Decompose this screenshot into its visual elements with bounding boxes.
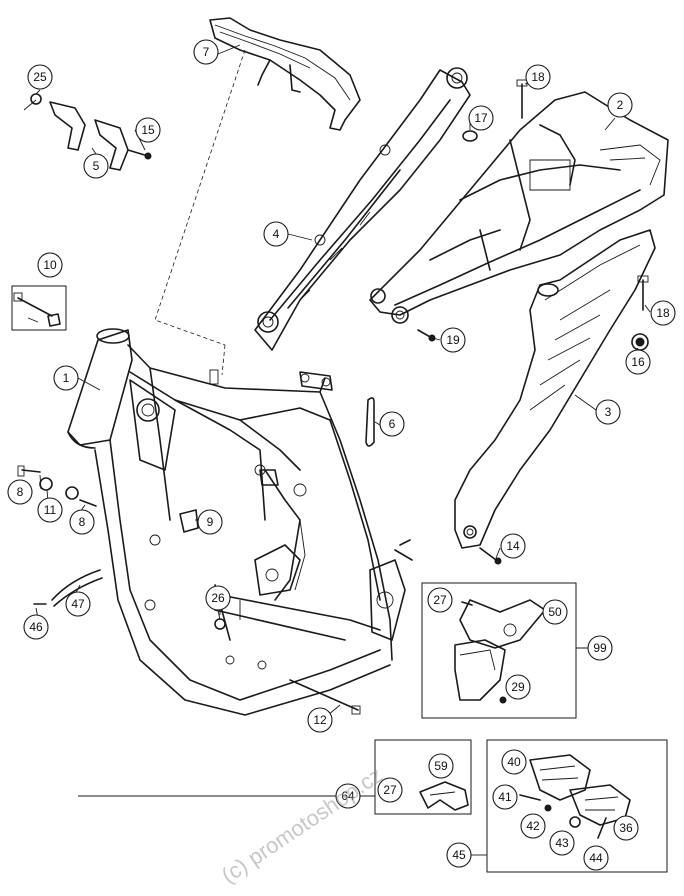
callout-8-left: 8 xyxy=(7,479,33,505)
kit-99-drawing xyxy=(454,599,546,704)
kit-10-drawing xyxy=(13,292,61,327)
callout-16: 16 xyxy=(625,349,651,375)
callout-42: 42 xyxy=(520,813,546,839)
callout-44: 44 xyxy=(583,845,609,871)
callout-14: 14 xyxy=(500,533,526,559)
callout-45: 45 xyxy=(446,842,472,868)
svg-text:27: 27 xyxy=(433,593,447,607)
callout-36: 36 xyxy=(613,815,639,841)
svg-text:16: 16 xyxy=(631,355,645,369)
svg-text:15: 15 xyxy=(141,123,155,137)
callout-47: 47 xyxy=(65,591,91,617)
callout-10: 10 xyxy=(37,252,63,278)
svg-text:29: 29 xyxy=(511,680,525,694)
callout-40: 40 xyxy=(501,749,527,775)
rear-frame-drawing xyxy=(369,79,669,342)
svg-text:12: 12 xyxy=(313,713,327,727)
leader-lines xyxy=(23,44,651,856)
svg-text:8: 8 xyxy=(17,485,24,499)
kit-box-99 xyxy=(421,582,577,719)
svg-text:1: 1 xyxy=(63,371,70,385)
svg-text:18: 18 xyxy=(531,70,545,84)
svg-text:14: 14 xyxy=(506,539,520,553)
callout-18-top: 18 xyxy=(525,64,551,90)
callout-1: 1 xyxy=(53,365,79,391)
small-parts-drawing xyxy=(17,93,375,715)
callout-19: 19 xyxy=(440,327,466,353)
callout-2: 2 xyxy=(607,92,633,118)
svg-text:26: 26 xyxy=(211,591,225,605)
svg-text:43: 43 xyxy=(555,836,569,850)
subframe-left-drawing xyxy=(254,67,471,351)
svg-text:25: 25 xyxy=(33,70,47,84)
svg-text:59: 59 xyxy=(434,759,448,773)
svg-text:44: 44 xyxy=(589,851,603,865)
svg-text:9: 9 xyxy=(207,515,214,529)
svg-text:47: 47 xyxy=(71,597,85,611)
svg-text:18: 18 xyxy=(656,306,670,320)
callout-17: 17 xyxy=(468,105,494,131)
svg-text:64: 64 xyxy=(341,789,355,803)
callout-6: 6 xyxy=(379,411,405,437)
svg-text:50: 50 xyxy=(548,605,562,619)
callout-9: 9 xyxy=(197,509,223,535)
svg-text:99: 99 xyxy=(593,641,607,655)
svg-text:40: 40 xyxy=(507,755,521,769)
svg-text:4: 4 xyxy=(273,227,280,241)
svg-text:10: 10 xyxy=(43,258,57,272)
callout-27-kit64: 27 xyxy=(377,777,403,803)
callout-25: 25 xyxy=(27,64,53,90)
svg-text:17: 17 xyxy=(474,111,488,125)
callout-15: 15 xyxy=(135,117,161,143)
svg-text:3: 3 xyxy=(605,405,612,419)
svg-text:7: 7 xyxy=(203,45,210,59)
svg-text:11: 11 xyxy=(44,503,57,517)
svg-text:5: 5 xyxy=(93,159,100,173)
callout-18-right: 18 xyxy=(650,300,676,326)
kit-box-10 xyxy=(11,285,67,331)
callout-29: 29 xyxy=(505,674,531,700)
svg-text:27: 27 xyxy=(383,783,397,797)
callout-8-right: 8 xyxy=(69,509,95,535)
front-bracket-drawing xyxy=(154,17,361,376)
svg-text:2: 2 xyxy=(617,98,624,112)
callout-43: 43 xyxy=(549,830,575,856)
side-cover-drawing xyxy=(454,229,656,565)
kit-box-45 xyxy=(486,739,668,873)
callout-4: 4 xyxy=(263,221,289,247)
svg-text:19: 19 xyxy=(446,333,460,347)
callout-27-kit99: 27 xyxy=(427,587,453,613)
callout-26: 26 xyxy=(205,585,231,611)
watermark-text: (c) promotoshop.cz xyxy=(217,762,387,888)
callout-3: 3 xyxy=(595,399,621,425)
svg-text:41: 41 xyxy=(498,790,512,804)
callout-7: 7 xyxy=(193,39,219,65)
callout-12: 12 xyxy=(307,707,333,733)
svg-text:8: 8 xyxy=(79,515,86,529)
callout-50: 50 xyxy=(542,599,568,625)
callout-5: 5 xyxy=(83,153,109,179)
callout-64: 64 xyxy=(335,783,361,809)
callout-41: 41 xyxy=(492,784,518,810)
callout-11: 11 xyxy=(37,497,63,523)
svg-text:36: 36 xyxy=(619,821,633,835)
svg-text:46: 46 xyxy=(29,620,43,634)
callout-59: 59 xyxy=(428,753,454,779)
svg-text:6: 6 xyxy=(389,417,396,431)
svg-text:42: 42 xyxy=(526,819,540,833)
svg-text:45: 45 xyxy=(452,848,466,862)
callout-46: 46 xyxy=(23,614,49,640)
main-frame-drawing xyxy=(67,328,413,716)
kit-box-64 xyxy=(374,739,472,815)
callout-99: 99 xyxy=(587,635,613,661)
